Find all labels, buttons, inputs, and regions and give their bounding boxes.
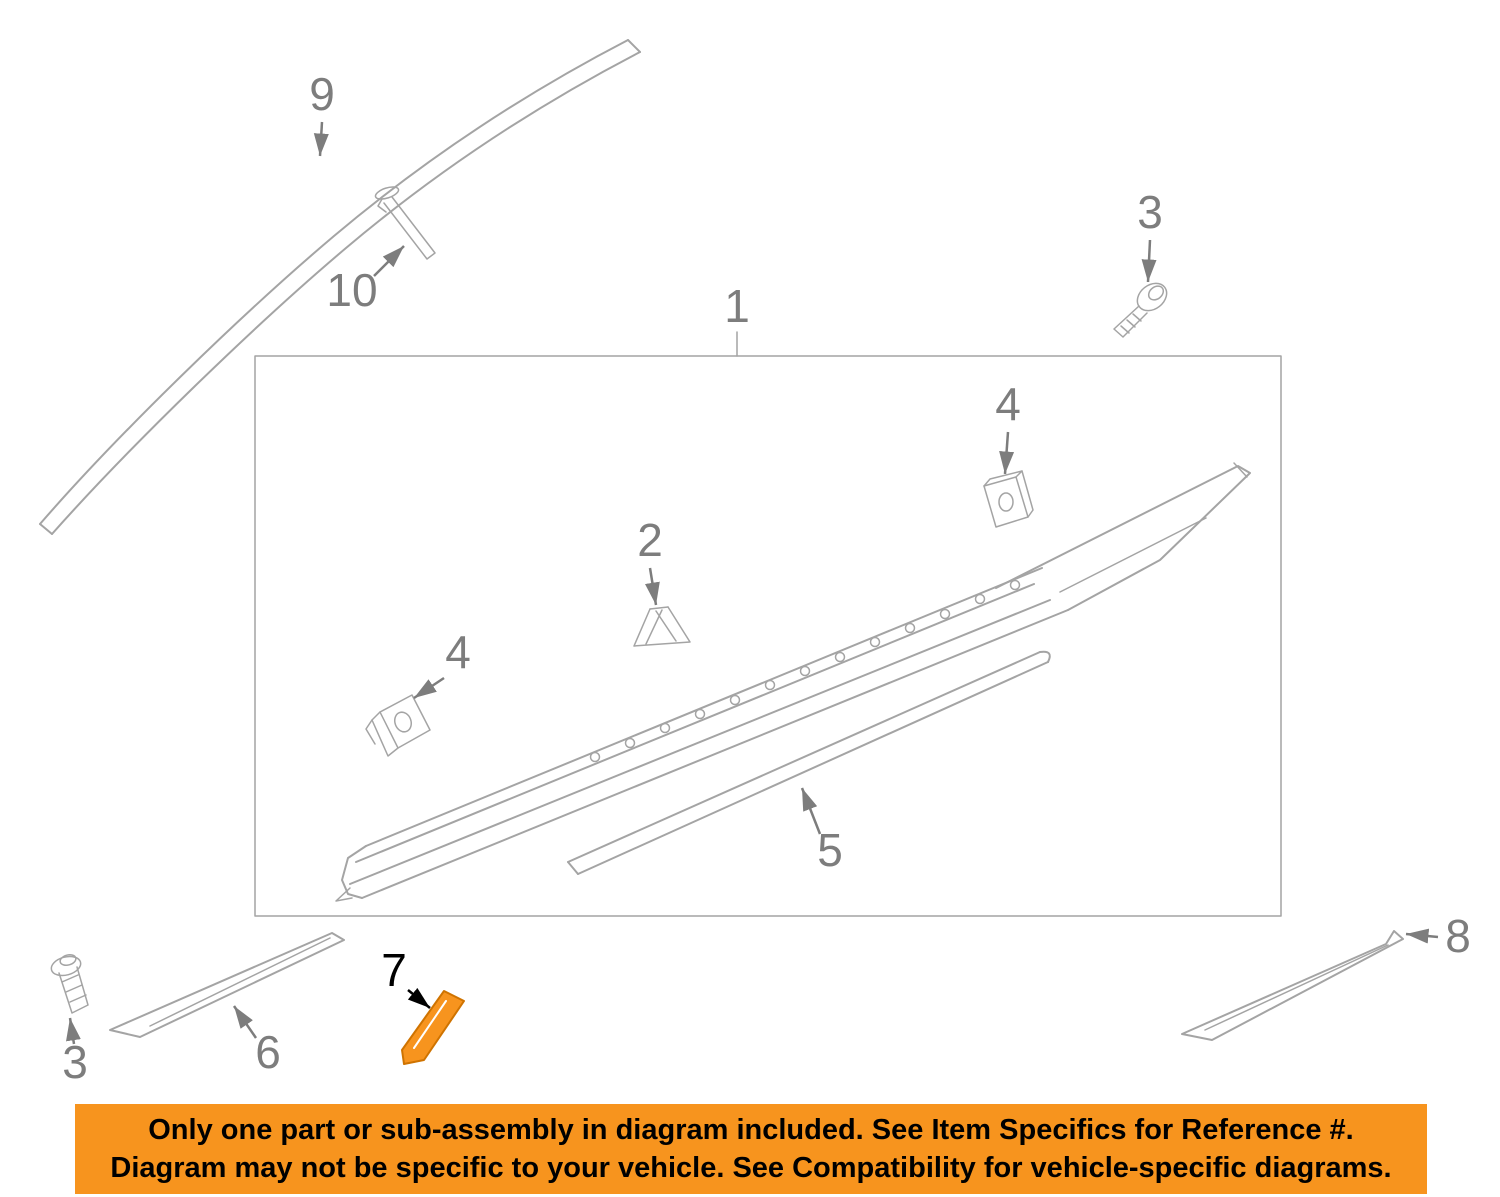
callout-5: 5 [817,824,843,876]
callout-4-left-arrow [413,676,445,700]
callout-8-arrow [1405,928,1439,944]
callout-7-arrow [407,987,431,1009]
part-2-clip [633,606,691,647]
callout-5-arrow [800,787,822,835]
callout-9-arrow [313,121,329,157]
callout-3-bottom-arrow [66,1017,81,1045]
rocker-molding [335,462,1251,902]
callout-7: 7 [381,944,407,996]
callouts: 9 10 3 1 4 2 4 5 3 6 7 8 [62,68,1471,1088]
callout-10: 10 [326,264,377,316]
callout-2-arrow [644,567,660,606]
callout-3-top-arrow [1141,239,1157,283]
part-3-screw-bottom [50,953,89,1014]
callout-4-left: 4 [445,626,471,678]
callout-6-arrow [232,1005,258,1039]
disclaimer-line-1: Only one part or sub-assembly in diagram… [148,1114,1354,1146]
callout-1: 1 [724,280,750,332]
part-7-highlighted-bracket [401,990,465,1065]
callout-9: 9 [309,68,335,120]
part-10-pin-fastener [374,186,436,260]
callout-4-right-arrow [999,431,1015,475]
part-3-screw-top [1113,282,1168,338]
part-6-trim-left [109,932,345,1038]
part-5-insert-strip [567,650,1051,875]
callout-3-top: 3 [1137,186,1163,238]
callout-8: 8 [1445,910,1471,962]
disclaimer-banner: Only one part or sub-assembly in diagram… [75,1104,1427,1194]
callout-4-right: 4 [995,378,1021,430]
part-9-molding [39,39,641,535]
callout-3-bottom: 3 [62,1036,88,1088]
callout-10-arrow [373,245,405,277]
callout-6: 6 [255,1026,281,1078]
callout-2: 2 [637,514,663,566]
part-8-trim-right [1181,930,1404,1041]
part-4-clip-right [983,470,1034,528]
assembly-box [254,331,1282,917]
part-4-clip-left [365,694,431,757]
disclaimer-line-2: Diagram may not be specific to your vehi… [110,1152,1392,1184]
